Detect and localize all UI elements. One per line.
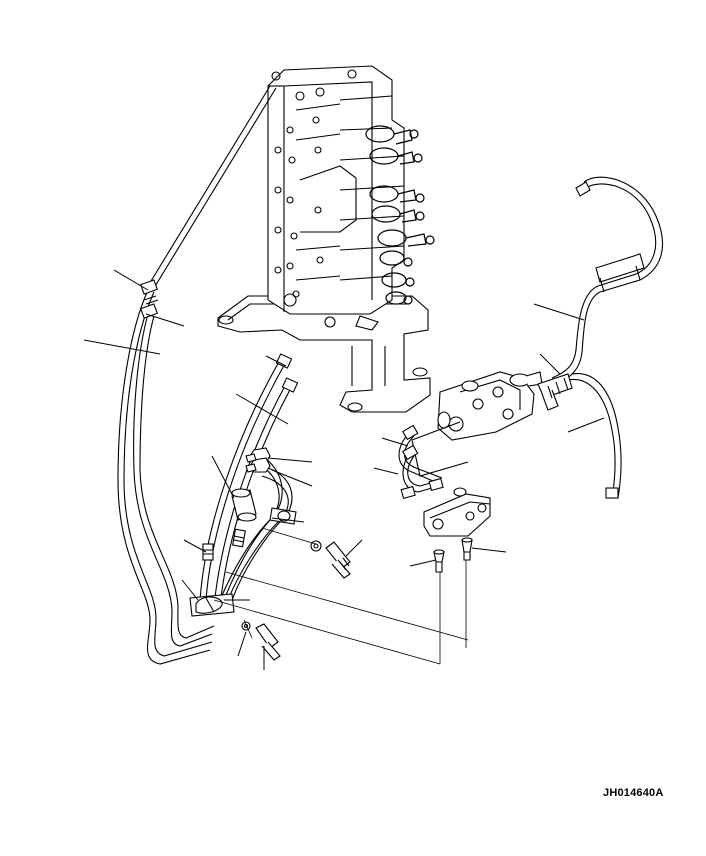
right-cable-harness <box>537 176 664 499</box>
assembly-guide-lines <box>213 527 469 665</box>
center-hose-group <box>189 353 299 617</box>
bolt-and-washer-lower <box>241 621 281 661</box>
right-short-hoses <box>398 424 444 500</box>
solenoid-valve-block <box>411 371 543 477</box>
elbow-fitting-right <box>461 537 473 561</box>
drawing-code-label: JH014640A <box>603 787 664 799</box>
bolt-and-washer-upper <box>310 540 351 579</box>
left-hose-pair <box>117 85 277 665</box>
right-manifold-block <box>423 487 491 537</box>
elbow-fitting-left <box>433 549 445 573</box>
control-valve-assembly <box>217 65 435 413</box>
sleeve-part <box>231 488 257 522</box>
callout-leader-lines <box>83 269 605 670</box>
